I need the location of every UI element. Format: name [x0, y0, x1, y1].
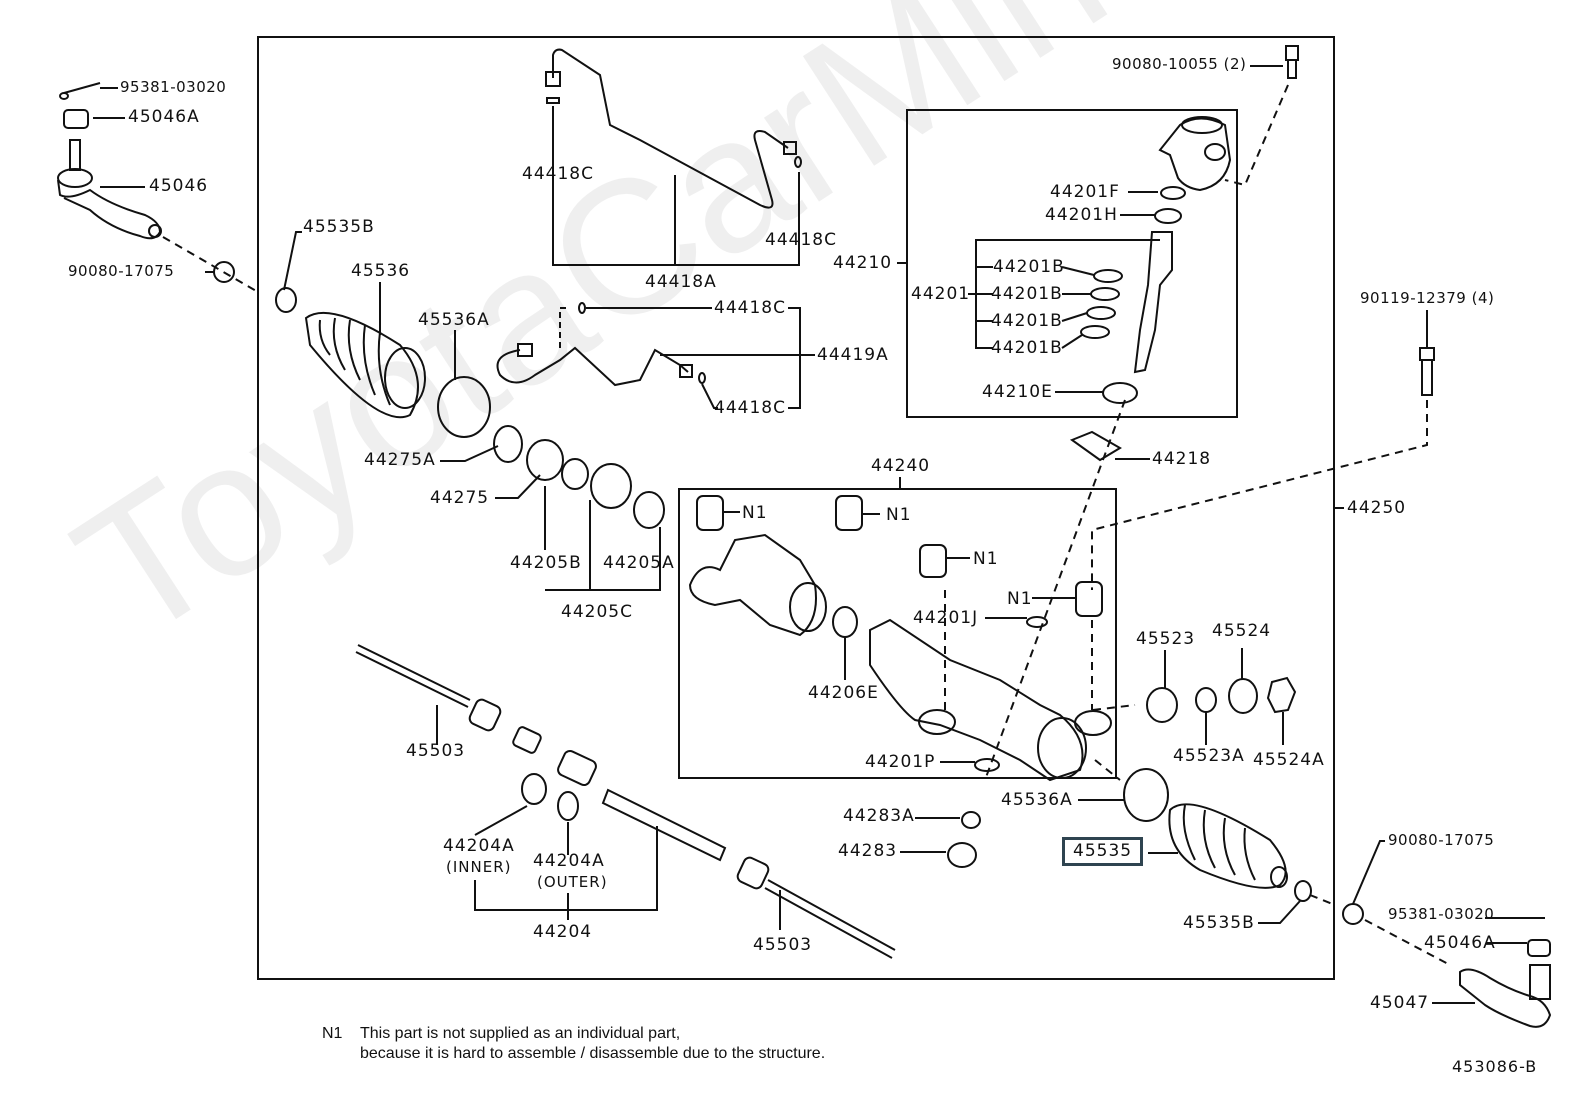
- part-label-45503-left[interactable]: 45503: [406, 741, 466, 761]
- part-label-44201B-2[interactable]: 44201B: [991, 284, 1063, 304]
- part-label-44210E[interactable]: 44210E: [982, 382, 1053, 402]
- part-label-44204A-inner[interactable]: 44204A: [443, 836, 515, 856]
- part-label-45524A[interactable]: 45524A: [1253, 750, 1325, 770]
- part-label-45503-right[interactable]: 45503: [753, 935, 813, 955]
- part-label-44201B-3[interactable]: 44201B: [991, 311, 1063, 331]
- part-label-44205C[interactable]: 44205C: [561, 602, 633, 622]
- part-label-44201[interactable]: 44201: [911, 284, 971, 304]
- part-label-44204[interactable]: 44204: [533, 922, 593, 942]
- part-label-45536A-left[interactable]: 45536A: [418, 310, 490, 330]
- part-label-45047[interactable]: 45047: [1370, 993, 1430, 1013]
- part-label-45536A-right[interactable]: 45536A: [1001, 790, 1073, 810]
- part-label-44201J[interactable]: 44201J: [913, 608, 979, 628]
- rack-bar: [601, 788, 727, 862]
- tie-rod-end-right: [1459, 939, 1552, 1028]
- return-line-44419A: [496, 346, 689, 387]
- part-label-44418C-right[interactable]: 44418C: [765, 230, 837, 250]
- part-label-44418C-mid[interactable]: 44418C: [714, 298, 786, 318]
- part-label-95381-03020-left[interactable]: 95381-03020: [120, 78, 227, 96]
- part-label-44240[interactable]: 44240: [871, 456, 931, 476]
- tie-rod-left: [357, 644, 471, 701]
- part-label-44283A[interactable]: 44283A: [843, 806, 915, 826]
- part-label-45523A[interactable]: 45523A: [1173, 746, 1245, 766]
- rack-housing-44240: [688, 533, 1112, 782]
- part-label-45536[interactable]: 45536: [351, 261, 411, 281]
- tie-rod-end-left: [57, 82, 162, 240]
- footnote-line-1: This part is not supplied as an individu…: [360, 1025, 681, 1042]
- footnote-line-2: because it is hard to assemble / disasse…: [360, 1045, 826, 1062]
- part-label-44275A[interactable]: 44275A: [364, 450, 436, 470]
- part-label-44419A[interactable]: 44419A: [817, 345, 889, 365]
- n1-marker-d: N1: [1007, 589, 1033, 609]
- part-label-44204A-outer[interactable]: 44204A: [533, 851, 605, 871]
- part-label-45046A-right[interactable]: 45046A: [1424, 933, 1496, 953]
- part-label-44205A[interactable]: 44205A: [603, 553, 675, 573]
- n1-marker-b: N1: [886, 505, 912, 525]
- part-label-45523[interactable]: 45523: [1136, 629, 1196, 649]
- n1-marker-a: N1: [742, 503, 768, 523]
- part-label-44205B[interactable]: 44205B: [510, 553, 582, 573]
- part-label-44201B-1[interactable]: 44201B: [993, 257, 1065, 277]
- part-label-90080-17075-right[interactable]: 90080-17075: [1388, 831, 1495, 849]
- inner-qualifier: (INNER): [446, 858, 512, 876]
- figure-id: 453086-B: [1452, 1057, 1538, 1076]
- part-label-44201F[interactable]: 44201F: [1050, 182, 1120, 202]
- part-label-90080-17075-left[interactable]: 90080-17075: [68, 262, 175, 280]
- part-label-45535B-left[interactable]: 45535B: [303, 217, 375, 237]
- part-label-44206E[interactable]: 44206E: [808, 683, 879, 703]
- part-label-45046[interactable]: 45046: [149, 176, 209, 196]
- n1-marker-c: N1: [973, 549, 999, 569]
- boot-right-45535: [1168, 803, 1287, 889]
- pinion-valve-housing: [1158, 116, 1232, 192]
- part-label-44418C-top[interactable]: 44418C: [522, 164, 594, 184]
- outer-qualifier: (OUTER): [537, 873, 608, 891]
- subassembly-box-44240: [678, 488, 1117, 779]
- part-label-44210[interactable]: 44210: [833, 253, 893, 273]
- part-label-44250[interactable]: 44250: [1347, 498, 1407, 518]
- part-label-90119-12379[interactable]: 90119-12379 (4): [1360, 289, 1495, 307]
- part-label-45535-highlighted[interactable]: 45535: [1062, 837, 1144, 866]
- part-label-44218[interactable]: 44218: [1152, 449, 1212, 469]
- part-label-45535B-right[interactable]: 45535B: [1183, 913, 1255, 933]
- clamp-45536A-left: [437, 376, 491, 438]
- pinion-shaft: [1133, 231, 1173, 374]
- boot-left-45536: [275, 287, 426, 419]
- part-label-44201B-4[interactable]: 44201B: [991, 338, 1063, 358]
- part-label-44275[interactable]: 44275: [430, 488, 490, 508]
- part-label-44418A[interactable]: 44418A: [645, 272, 717, 292]
- footnote-tag: N1: [322, 1025, 343, 1042]
- pressure-line-44418A: [552, 48, 789, 209]
- part-label-95381-03020-right[interactable]: 95381-03020: [1388, 905, 1495, 923]
- part-label-90080-10055[interactable]: 90080-10055 (2): [1112, 55, 1247, 73]
- part-label-45046A-left[interactable]: 45046A: [128, 107, 200, 127]
- part-label-44283[interactable]: 44283: [838, 841, 898, 861]
- subassembly-box-44210: [906, 109, 1238, 418]
- footnote-n1: N1 This part is not supplied as an indivi…: [322, 1024, 825, 1064]
- part-label-45524[interactable]: 45524: [1212, 621, 1272, 641]
- part-label-44418C-bottom[interactable]: 44418C: [714, 398, 786, 418]
- part-label-44201P[interactable]: 44201P: [865, 752, 936, 772]
- part-label-44201H[interactable]: 44201H: [1045, 205, 1118, 225]
